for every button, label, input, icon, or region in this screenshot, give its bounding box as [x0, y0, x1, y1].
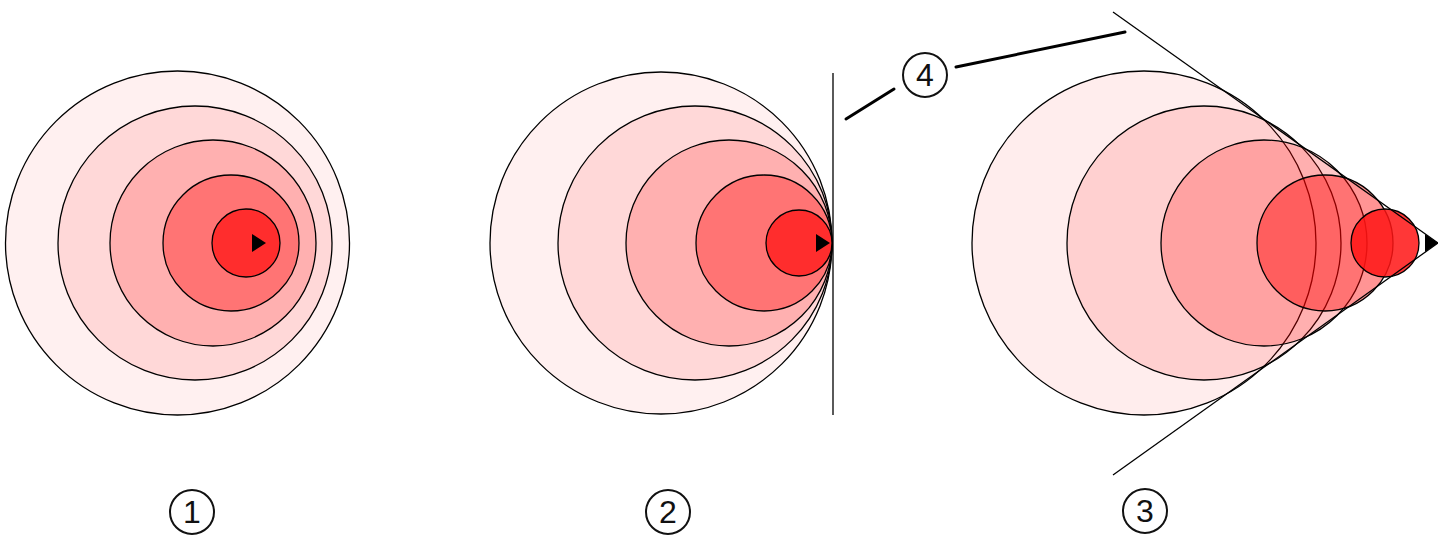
- wavefront: [6, 71, 350, 415]
- leader-line: [956, 32, 1125, 67]
- shock-front: [832, 73, 833, 415]
- callout-text: 1: [183, 496, 201, 528]
- wavefront: [110, 140, 316, 346]
- wavefront: [163, 175, 299, 311]
- callout-number: 4: [902, 52, 948, 98]
- mach-cone-edge: [1113, 12, 1438, 243]
- source-marker: [1425, 234, 1438, 252]
- wavefronts-supersonic: [972, 12, 1438, 475]
- leader-lines: [846, 32, 1125, 119]
- wavefront: [212, 209, 280, 277]
- callout-text: 4: [916, 59, 934, 91]
- wavefront: [1351, 209, 1419, 277]
- wavefront: [626, 140, 832, 346]
- callout-number: 2: [645, 489, 691, 535]
- wavefront: [58, 106, 332, 380]
- wavefronts-stationary: [6, 71, 350, 415]
- mach-cone-edge: [1113, 243, 1438, 475]
- wavefront: [558, 106, 832, 380]
- leader-line: [846, 89, 894, 119]
- wavefront: [766, 210, 832, 276]
- source-marker: [252, 234, 266, 252]
- callout-text: 2: [659, 496, 677, 528]
- wavefront: [490, 72, 832, 414]
- callout-text: 3: [1136, 495, 1154, 527]
- callout-number: 3: [1122, 488, 1168, 534]
- source-marker: [816, 234, 830, 252]
- wavefront: [696, 175, 832, 311]
- wavefronts-sonic: [490, 72, 833, 415]
- callout-number: 1: [169, 489, 215, 535]
